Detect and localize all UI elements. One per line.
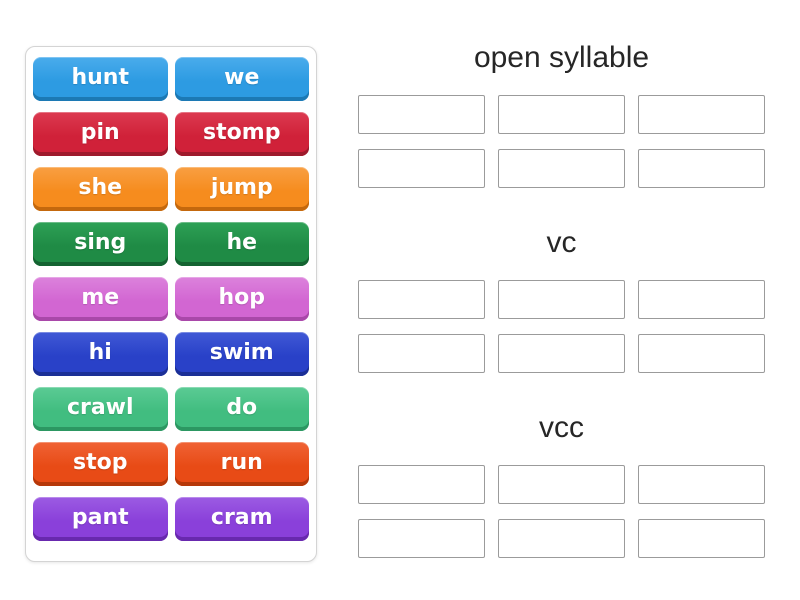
drop-slot[interactable]	[638, 465, 765, 504]
word-tile-sing[interactable]: sing	[33, 222, 168, 266]
drop-slot[interactable]	[498, 519, 625, 558]
word-tile-swim[interactable]: swim	[174, 332, 309, 376]
word-tile-he[interactable]: he	[174, 222, 309, 266]
word-tile-do[interactable]: do	[174, 387, 309, 431]
word-tile-pant[interactable]: pant	[33, 497, 168, 541]
drop-slot[interactable]	[358, 95, 485, 134]
drop-slot[interactable]	[498, 465, 625, 504]
word-tile-cram[interactable]: cram	[174, 497, 309, 541]
word-tile-stomp[interactable]: stomp	[174, 112, 309, 156]
word-tile-hi[interactable]: hi	[33, 332, 168, 376]
drop-slot[interactable]	[498, 95, 625, 134]
word-tile-she[interactable]: she	[33, 167, 168, 211]
word-tile-hop[interactable]: hop	[174, 277, 309, 321]
drop-slot[interactable]	[638, 280, 765, 319]
drop-slot[interactable]	[498, 149, 625, 188]
slot-grid-vcc	[358, 465, 765, 558]
drop-slot[interactable]	[638, 519, 765, 558]
word-tile-stop[interactable]: stop	[33, 442, 168, 486]
word-tile-crawl[interactable]: crawl	[33, 387, 168, 431]
word-tile-we[interactable]: we	[174, 57, 309, 101]
group-title-vc: vc	[546, 226, 577, 259]
drop-slot[interactable]	[358, 149, 485, 188]
drop-slot[interactable]	[638, 149, 765, 188]
group-title-open-syllable: open syllable	[473, 41, 650, 74]
drop-slot[interactable]	[498, 334, 625, 373]
drop-slot[interactable]	[358, 334, 485, 373]
group-title-vcc: vcc	[539, 411, 584, 444]
slot-grid-vc	[358, 280, 765, 373]
word-tile-me[interactable]: me	[33, 277, 168, 321]
word-tile-jump[interactable]: jump	[174, 167, 309, 211]
group-vcc: vcc	[358, 406, 765, 558]
group-open-syllable: open syllable	[358, 36, 765, 188]
group-vc: vc	[358, 221, 765, 373]
drop-slot[interactable]	[638, 95, 765, 134]
word-tile-run[interactable]: run	[174, 442, 309, 486]
drop-slot[interactable]	[638, 334, 765, 373]
drop-slot[interactable]	[358, 519, 485, 558]
drop-slot[interactable]	[498, 280, 625, 319]
drop-slot[interactable]	[358, 465, 485, 504]
word-tile-hunt[interactable]: hunt	[33, 57, 168, 101]
word-tile-pin[interactable]: pin	[33, 112, 168, 156]
slot-grid-open-syllable	[358, 95, 765, 188]
drop-slot[interactable]	[358, 280, 485, 319]
